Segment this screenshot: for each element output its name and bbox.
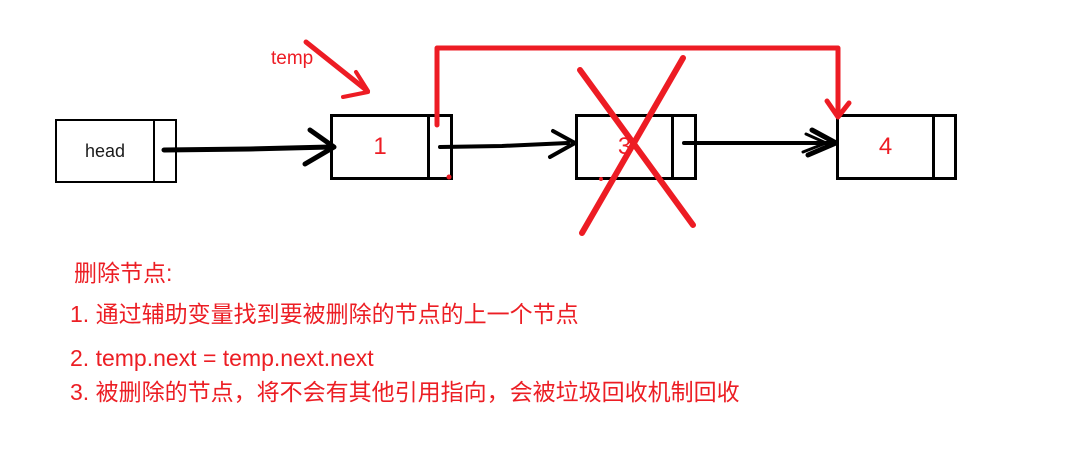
node-4-divider	[932, 117, 935, 177]
head-node-box: head	[55, 119, 177, 183]
notes-step-1: 1. 通过辅助变量找到要被删除的节点的上一个节点	[70, 301, 579, 327]
node-box-1: 1	[330, 114, 453, 180]
node-1-value: 1	[373, 133, 387, 160]
notes-title: 删除节点:	[74, 260, 173, 286]
node-4-value: 4	[878, 133, 893, 160]
node-box-3: 3	[575, 114, 697, 180]
node-box-4: 4	[836, 114, 957, 180]
notes-step-2: 2. temp.next = temp.next.next	[70, 345, 374, 371]
head-label: head	[84, 140, 126, 161]
arrow-node3-to-node4	[682, 127, 839, 158]
node-3-value: 3	[617, 133, 632, 160]
arrow-head-to-node1	[161, 127, 337, 167]
temp-arrow	[303, 39, 370, 99]
arrow-node1-to-node3	[438, 129, 577, 159]
notes-step-3: 3. 被删除的节点，将不会有其他引用指向，会被垃圾回收机制回收	[70, 379, 740, 405]
temp-pointer-label: temp	[271, 48, 314, 69]
node-3-divider	[671, 117, 674, 177]
head-box-divider	[153, 121, 155, 181]
node-1-divider	[427, 117, 430, 177]
